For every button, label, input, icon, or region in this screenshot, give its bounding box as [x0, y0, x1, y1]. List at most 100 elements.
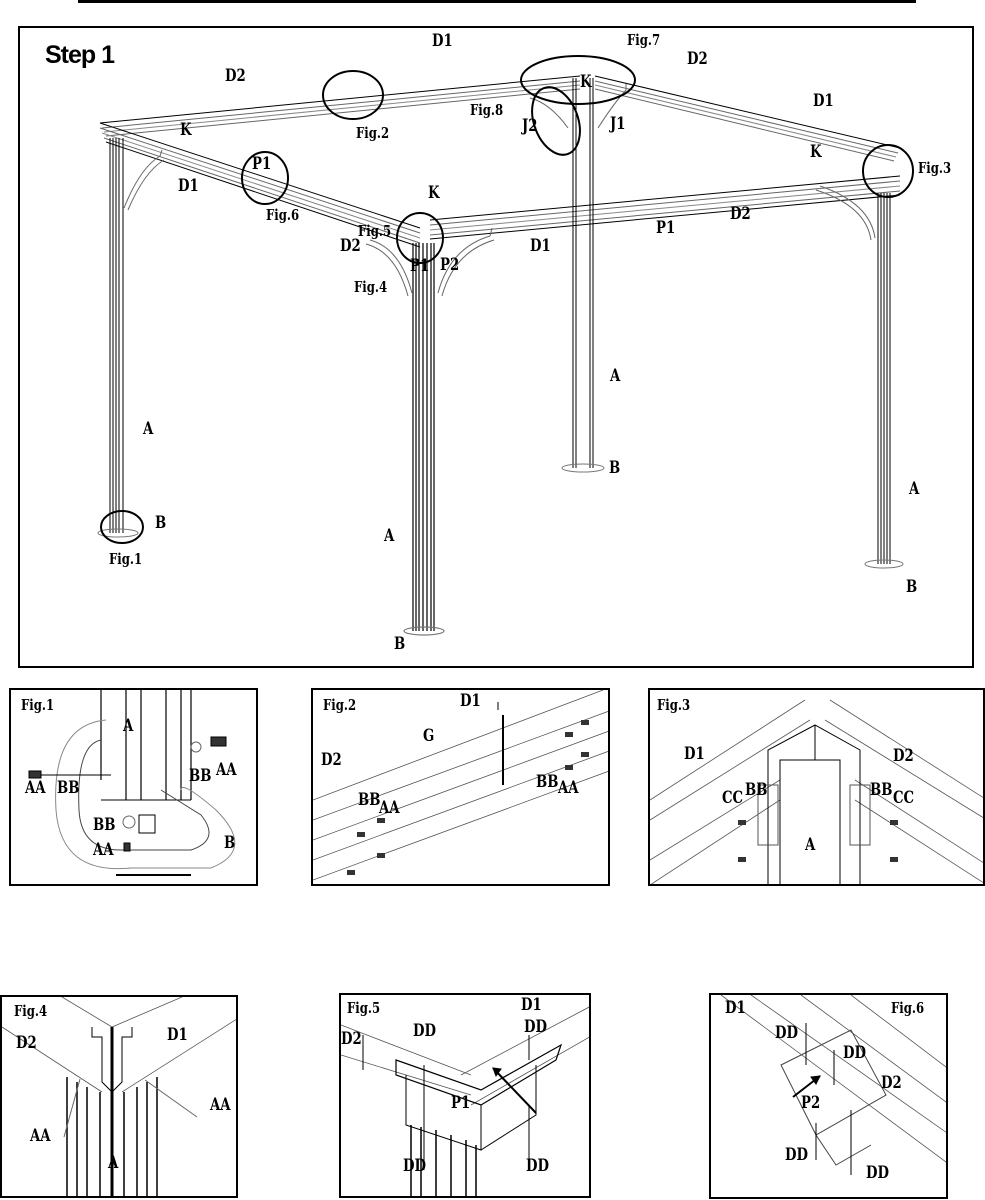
step1-main-diagram: Step 1 D1 D2 Fig.7 D2 K Fig.8 J2 J1 D1 K…	[18, 26, 974, 668]
callout-fig8	[531, 86, 581, 156]
fig1-label-b: B	[224, 833, 236, 853]
fig3-corner-drawing	[650, 699, 983, 884]
label-k-front: K	[428, 183, 440, 203]
callout-fig3	[862, 144, 914, 198]
label-k-left: K	[180, 120, 192, 140]
fig5-corner-cap-drawing	[341, 1006, 589, 1196]
fig5-label-dd-lower-right: DD	[526, 1156, 549, 1176]
beam-back-right	[594, 75, 901, 162]
label-k-top: K	[580, 72, 592, 92]
fig1-title: Fig.1	[21, 696, 55, 714]
fig2-label-aa-right: AA	[558, 778, 579, 798]
label-b-front: B	[394, 634, 406, 654]
label-d2-front-left: D2	[340, 236, 361, 256]
fig6-label-dd-2: DD	[843, 1043, 866, 1063]
label-fig4: Fig.4	[354, 278, 388, 296]
header-rule	[78, 0, 916, 3]
detail-fig1: Fig.1 A AA BB BB AA BB AA B	[9, 688, 258, 886]
fig2-beam-joint-drawing	[313, 690, 608, 881]
fig3-label-cc-right: CC	[893, 788, 915, 808]
fig5-label-dd-upper-left: DD	[413, 1021, 436, 1041]
fig4-corner-drawing	[2, 997, 236, 1196]
label-j2: J2	[522, 116, 538, 136]
label-d2-left-top: D2	[225, 66, 246, 86]
fig2-label-bb-left: BB	[358, 790, 381, 810]
fig5-label-p1: P1	[451, 1093, 471, 1113]
label-a-right: A	[909, 479, 920, 499]
fig2-label-g: G	[423, 726, 435, 746]
post-front	[403, 243, 445, 636]
label-p1-corner: P1	[410, 256, 430, 276]
fig4-label-aa-left: AA	[30, 1126, 51, 1146]
label-d1-front: D1	[530, 236, 551, 256]
callout-fig7	[520, 55, 636, 105]
fig2-label-d2: D2	[321, 750, 342, 770]
fig1-base-drawing	[28, 690, 236, 876]
fig6-label-dd-3: DD	[785, 1145, 808, 1165]
label-a-front: A	[384, 526, 395, 546]
label-fig6: Fig.6	[266, 206, 300, 224]
fig4-title: Fig.4	[14, 1002, 48, 1020]
callout-fig1	[100, 510, 144, 544]
fig1-label-aa-bottom: AA	[93, 840, 114, 860]
beam-front-right	[429, 175, 901, 240]
fig5-label-dd-upper-right: DD	[524, 1017, 547, 1037]
label-d1-top: D1	[432, 31, 453, 51]
post-left	[97, 138, 139, 538]
label-a-back: A	[610, 366, 621, 386]
fig6-label-d2: D2	[881, 1073, 902, 1093]
label-b-left: B	[155, 513, 167, 533]
fig4-label-a: A	[108, 1153, 119, 1173]
fig1-label-bb-bottom: BB	[93, 815, 116, 835]
callout-fig6	[241, 151, 289, 205]
fig2-label-bb-right: BB	[536, 772, 559, 792]
corner-brackets	[123, 84, 876, 297]
fig6-label-d1: D1	[725, 998, 746, 1018]
label-d2-front-right: D2	[730, 204, 751, 224]
label-fig2: Fig.2	[356, 124, 390, 142]
label-a-left: A	[143, 419, 154, 439]
fig5-label-dd-lower-left: DD	[403, 1156, 426, 1176]
label-d2-right-top: D2	[687, 49, 708, 69]
fig1-label-bb-right: BB	[189, 766, 212, 786]
fig5-title: Fig.5	[347, 999, 381, 1017]
fig3-title: Fig.3	[657, 696, 691, 714]
fig4-label-aa-right: AA	[210, 1095, 231, 1115]
gazebo-frame-drawing	[97, 55, 914, 636]
fig2-label-aa-left: AA	[379, 798, 400, 818]
fig6-label-dd-1: DD	[775, 1023, 798, 1043]
fig3-label-a: A	[805, 835, 816, 855]
label-p2-corner: P2	[440, 255, 460, 275]
fig4-label-d2: D2	[16, 1033, 37, 1053]
label-k-right: K	[810, 142, 822, 162]
fig6-title: Fig.6	[891, 999, 925, 1017]
label-d1-right: D1	[813, 91, 834, 111]
detail-fig3: Fig.3 D1 D2 CC BB BB CC A	[648, 688, 985, 886]
label-fig8: Fig.8	[470, 101, 504, 119]
fig3-label-cc-left: CC	[722, 788, 744, 808]
label-j1: J1	[610, 114, 626, 134]
label-b-back: B	[609, 458, 621, 478]
fig5-label-d1: D1	[521, 995, 542, 1015]
fig4-label-d1: D1	[167, 1025, 188, 1045]
label-p1-left: P1	[252, 154, 272, 174]
fig3-label-bb-left: BB	[745, 780, 768, 800]
fig1-label-aa-left: AA	[25, 778, 46, 798]
beam-front-left	[99, 122, 421, 248]
beam-back-left	[99, 75, 581, 137]
post-right	[864, 193, 904, 569]
step-title: Step 1	[45, 41, 115, 69]
fig5-label-d2: D2	[341, 1029, 362, 1049]
detail-fig2: Fig.2 D1 G D2 BB AA BB AA	[311, 688, 610, 886]
fig3-label-bb-right: BB	[870, 780, 893, 800]
detail-fig5: Fig.5 D1 D2 DD DD P1 DD DD	[339, 993, 591, 1198]
post-back	[561, 78, 605, 473]
detail-fig6: D1 Fig.6 DD DD D2 P2 DD DD	[709, 993, 948, 1199]
detail-fig4: Fig.4 D2 D1 AA AA A	[0, 995, 238, 1198]
callout-circles	[100, 55, 914, 544]
fig1-label-aa-right: AA	[216, 760, 237, 780]
fig3-label-d1: D1	[684, 744, 705, 764]
callout-fig5	[396, 212, 444, 264]
fig6-label-dd-4: DD	[866, 1163, 889, 1183]
label-fig3: Fig.3	[918, 159, 952, 177]
